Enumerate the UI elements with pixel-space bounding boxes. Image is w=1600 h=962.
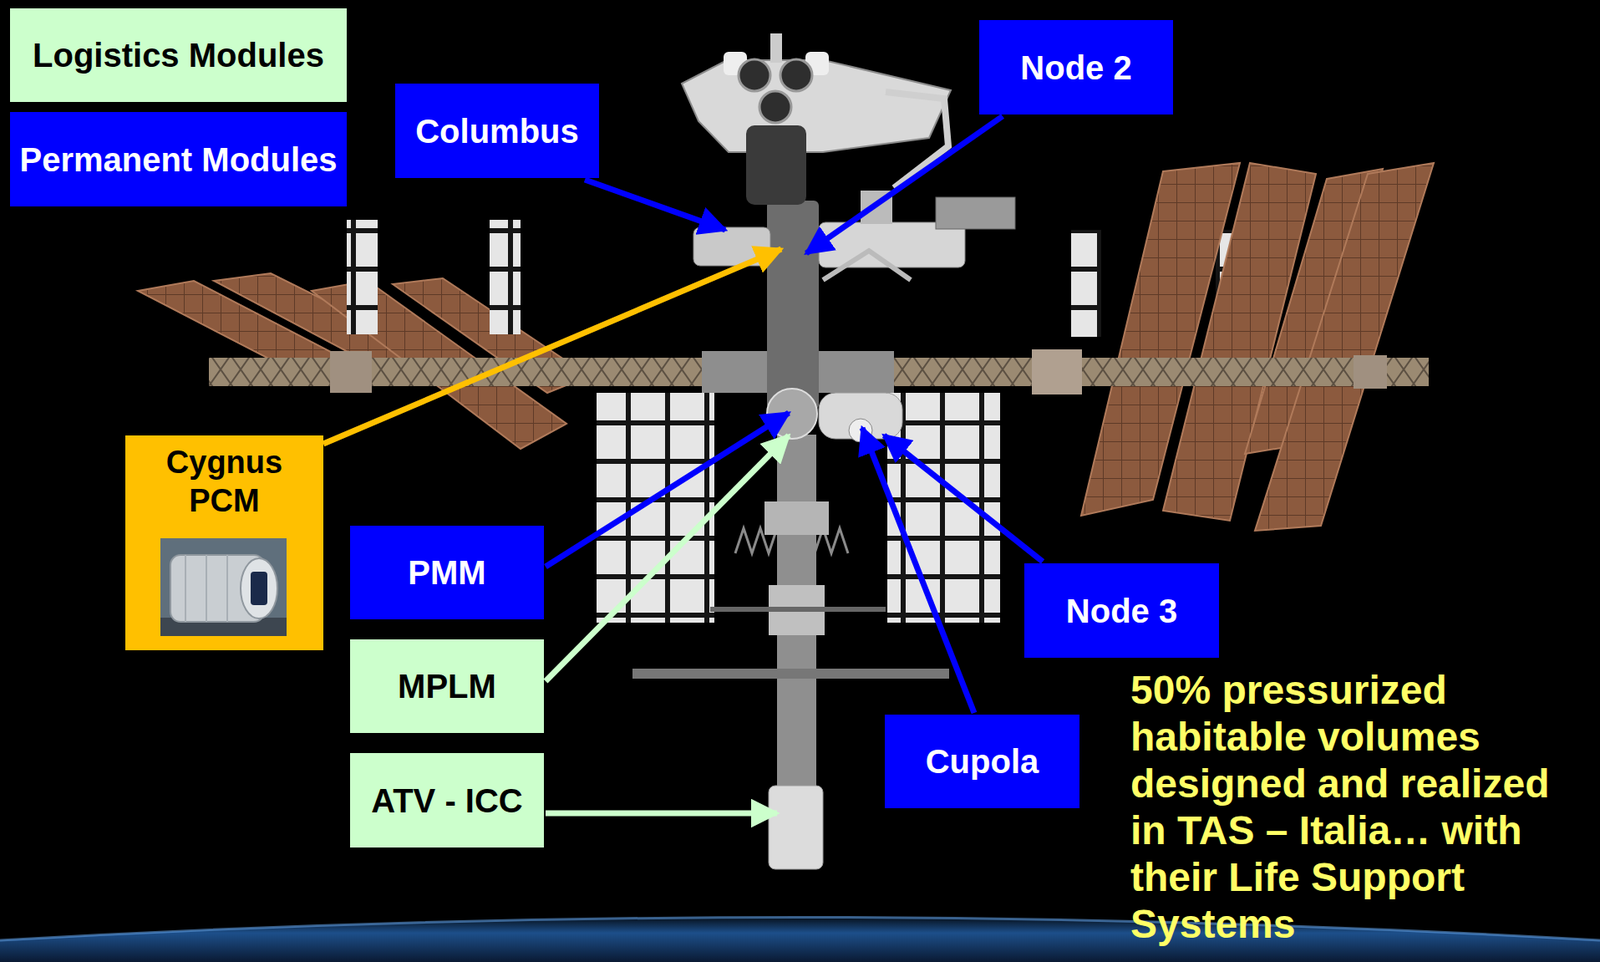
legend-swatch: Logistics Modules bbox=[10, 8, 347, 102]
logistics-module-callout: ATV - ICC bbox=[350, 752, 544, 848]
callout-label: Columbus bbox=[415, 111, 580, 152]
radiator bbox=[596, 392, 715, 623]
callout-label: ATV - ICC bbox=[370, 780, 523, 821]
radiator bbox=[346, 219, 378, 335]
truss-joint bbox=[1353, 355, 1387, 389]
photo-background bbox=[160, 538, 287, 636]
permanent-module-callout: Columbus bbox=[395, 83, 600, 178]
earth-limb bbox=[0, 917, 1600, 962]
stack-segment bbox=[764, 501, 829, 535]
atv-vehicle bbox=[768, 785, 823, 869]
callout-label: PMM bbox=[407, 552, 486, 593]
callout-label: Node 3 bbox=[1066, 590, 1178, 631]
shuttle-body bbox=[746, 125, 807, 205]
note-text: 50% pressurized habitable volumes design… bbox=[1130, 666, 1578, 948]
cargo-module-callout: Cygnus PCM bbox=[125, 435, 324, 651]
callout-label: Node 2 bbox=[1020, 47, 1132, 88]
legend-label: Permanent Modules bbox=[19, 139, 337, 180]
radiator bbox=[887, 392, 1001, 623]
shuttle-engine bbox=[759, 91, 792, 123]
logistics-module-callout: MPLM bbox=[350, 639, 544, 733]
cygnus-photo-svg bbox=[160, 538, 287, 636]
radiator bbox=[489, 219, 521, 335]
permanent-module-callout: Node 3 bbox=[1024, 563, 1220, 658]
legend-swatch: Permanent Modules bbox=[10, 111, 347, 207]
legend-label: Logistics Modules bbox=[32, 35, 325, 76]
radiator bbox=[1071, 229, 1102, 337]
solar-array bbox=[1254, 162, 1434, 531]
module-hatch bbox=[250, 571, 268, 605]
leader-arrow bbox=[883, 435, 1043, 562]
kibo-exposed-facility bbox=[935, 197, 1016, 229]
callout-label: Cupola bbox=[925, 741, 1040, 782]
leader-arrow bbox=[806, 116, 1003, 254]
permanent-module-callout: PMM bbox=[350, 525, 544, 620]
leader-arrow bbox=[545, 810, 778, 817]
robotic-arm bbox=[822, 250, 911, 280]
permanent-module-callout: Node 2 bbox=[979, 20, 1174, 115]
permanent-module-callout: Cupola bbox=[884, 714, 1080, 808]
shuttle-engine bbox=[738, 59, 771, 92]
cygnus-photo bbox=[160, 538, 287, 636]
lab-module bbox=[766, 200, 819, 410]
callout-label: Cygnus PCM bbox=[133, 443, 315, 520]
shuttle-tail bbox=[770, 33, 783, 63]
callout-label: MPLM bbox=[397, 665, 497, 707]
truss-joint bbox=[1031, 349, 1082, 395]
pmm-module bbox=[766, 388, 818, 439]
shuttle-engine bbox=[780, 59, 813, 92]
truss-joint bbox=[330, 350, 372, 393]
service-module-array bbox=[632, 668, 950, 679]
leader-arrow bbox=[584, 179, 726, 230]
module-end bbox=[240, 558, 278, 619]
earth-horizon bbox=[0, 917, 1600, 941]
module-ribs bbox=[185, 554, 228, 622]
stack-crossbar bbox=[710, 606, 886, 612]
leader-arrow bbox=[545, 435, 789, 681]
leader-arrow bbox=[323, 248, 782, 444]
leader-arrow bbox=[545, 412, 789, 567]
leader-arrow bbox=[862, 427, 975, 713]
